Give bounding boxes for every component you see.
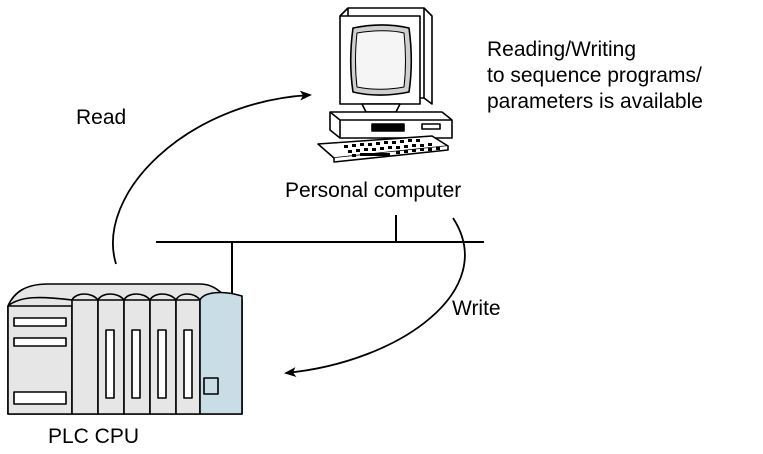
personal-computer-icon: [317, 7, 453, 163]
write-label: Write: [452, 297, 501, 320]
read-arrow: [112, 90, 312, 265]
note-line: to sequence programs/: [487, 64, 702, 87]
plc-cpu-label: PLC CPU: [48, 425, 140, 448]
note-line: Reading/Writing: [487, 38, 637, 61]
personal-computer-label: Personal computer: [285, 179, 462, 202]
cpu-module: [199, 291, 243, 415]
network-bus: [156, 215, 484, 300]
note-line: parameters is available: [487, 90, 703, 113]
plc-cpu-icon: [7, 283, 243, 415]
read-label: Read: [76, 106, 127, 129]
capability-note: Reading/Writing to sequence programs/ pa…: [487, 37, 703, 115]
write-arrow: [284, 217, 466, 378]
